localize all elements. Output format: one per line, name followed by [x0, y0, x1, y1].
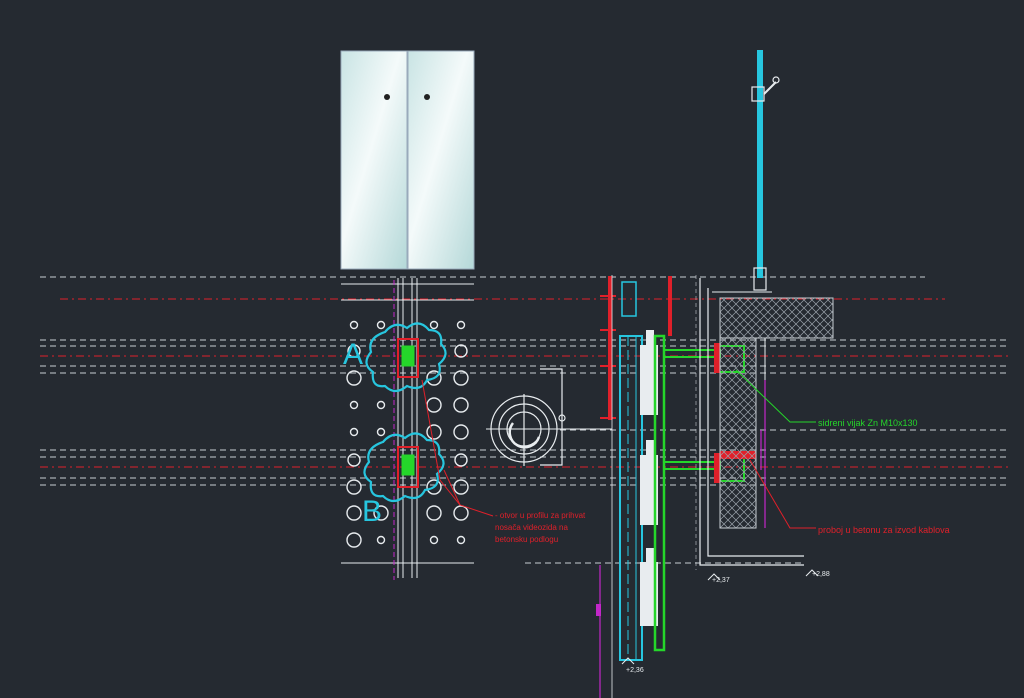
hole-note-line-3: betonsku podlogu [495, 535, 558, 544]
cabinet-panel-left [340, 50, 408, 270]
level-mark-3: +2,88 [812, 571, 830, 578]
hole [349, 320, 359, 330]
hole [347, 453, 361, 467]
hole [453, 424, 469, 440]
cyan-pole [757, 50, 763, 278]
front-elevation: A B - otvor u profilu za prihvat nosača … [340, 50, 586, 580]
hole [376, 535, 386, 545]
hole [453, 370, 469, 386]
wall-outline [707, 288, 804, 557]
section-view [596, 50, 834, 698]
hole [426, 479, 442, 495]
bracket-red-a [397, 338, 419, 378]
wall-outline [699, 278, 804, 566]
anchor-note-leader [735, 369, 816, 423]
hole [346, 505, 362, 521]
cabinet-panel-right [407, 50, 475, 270]
detail-label-a: A [343, 338, 363, 371]
hole [429, 535, 439, 545]
hole [346, 532, 362, 548]
concrete-wall [719, 337, 757, 529]
red-anchor-bottom [714, 453, 720, 483]
hole [376, 427, 386, 437]
hole [346, 370, 362, 386]
level-mark-symbol [707, 573, 721, 581]
module-tab [646, 548, 654, 566]
hole [426, 370, 442, 386]
panel-bolt [424, 94, 430, 100]
bracket-green-a [401, 345, 415, 367]
hole [349, 400, 359, 410]
level-mark-symbol [621, 657, 635, 665]
hole [429, 320, 439, 330]
hole [347, 344, 361, 358]
display-frame [619, 335, 643, 661]
hole [454, 344, 468, 358]
hole [453, 479, 469, 495]
module-tab [646, 330, 654, 348]
red-anchor-top [714, 343, 720, 373]
pole-handle [763, 81, 777, 95]
hole [376, 320, 386, 330]
red-post-left [608, 276, 612, 420]
hole-note-leader [443, 469, 461, 506]
cable-note: proboj u betonu za izvod kablova [818, 525, 950, 535]
red-post-right [668, 276, 672, 336]
green-arm-bottom [663, 461, 721, 470]
hole [454, 453, 468, 467]
pole-base [753, 267, 767, 291]
bracket-red-b [397, 446, 419, 488]
hole [453, 397, 469, 413]
hole-note-leader [421, 379, 494, 517]
hole [456, 535, 466, 545]
hole [426, 397, 442, 413]
revision-cloud-a [365, 322, 447, 393]
module-body [640, 562, 658, 626]
module-body [640, 455, 658, 525]
bracket-green-b [401, 454, 415, 476]
leader [540, 368, 563, 466]
revision-cloud-b [363, 432, 445, 503]
hole [346, 479, 362, 495]
small-cyan-box [621, 281, 637, 317]
hole [426, 424, 442, 440]
module-body [640, 345, 658, 415]
hole-note-line-1: - otvor u profilu za prihvat [495, 511, 586, 520]
round-section-detail [486, 368, 612, 466]
hole-note-line-2: nosača videozida na [495, 523, 568, 532]
hole [426, 505, 442, 521]
dim-mark [596, 604, 601, 616]
anchor-note: sidreni vijak Zn M10x130 [818, 418, 918, 428]
concrete-slab-top [719, 297, 834, 339]
level-mark-symbol [805, 569, 819, 577]
module-tab [646, 440, 654, 458]
level-mark-1: +2,36 [626, 667, 644, 674]
pole-knob [772, 76, 780, 84]
hole [376, 400, 386, 410]
cable-note-leader [749, 459, 816, 529]
green-frame [653, 334, 666, 652]
hole [373, 505, 389, 521]
hole [453, 505, 469, 521]
reference-lines [40, 276, 1010, 564]
perforation-holes [346, 320, 469, 548]
detail-label-b: B [362, 495, 382, 528]
hole [349, 427, 359, 437]
level-mark-2: +2,37 [712, 577, 730, 584]
hole [456, 320, 466, 330]
panel-bolt [384, 94, 390, 100]
